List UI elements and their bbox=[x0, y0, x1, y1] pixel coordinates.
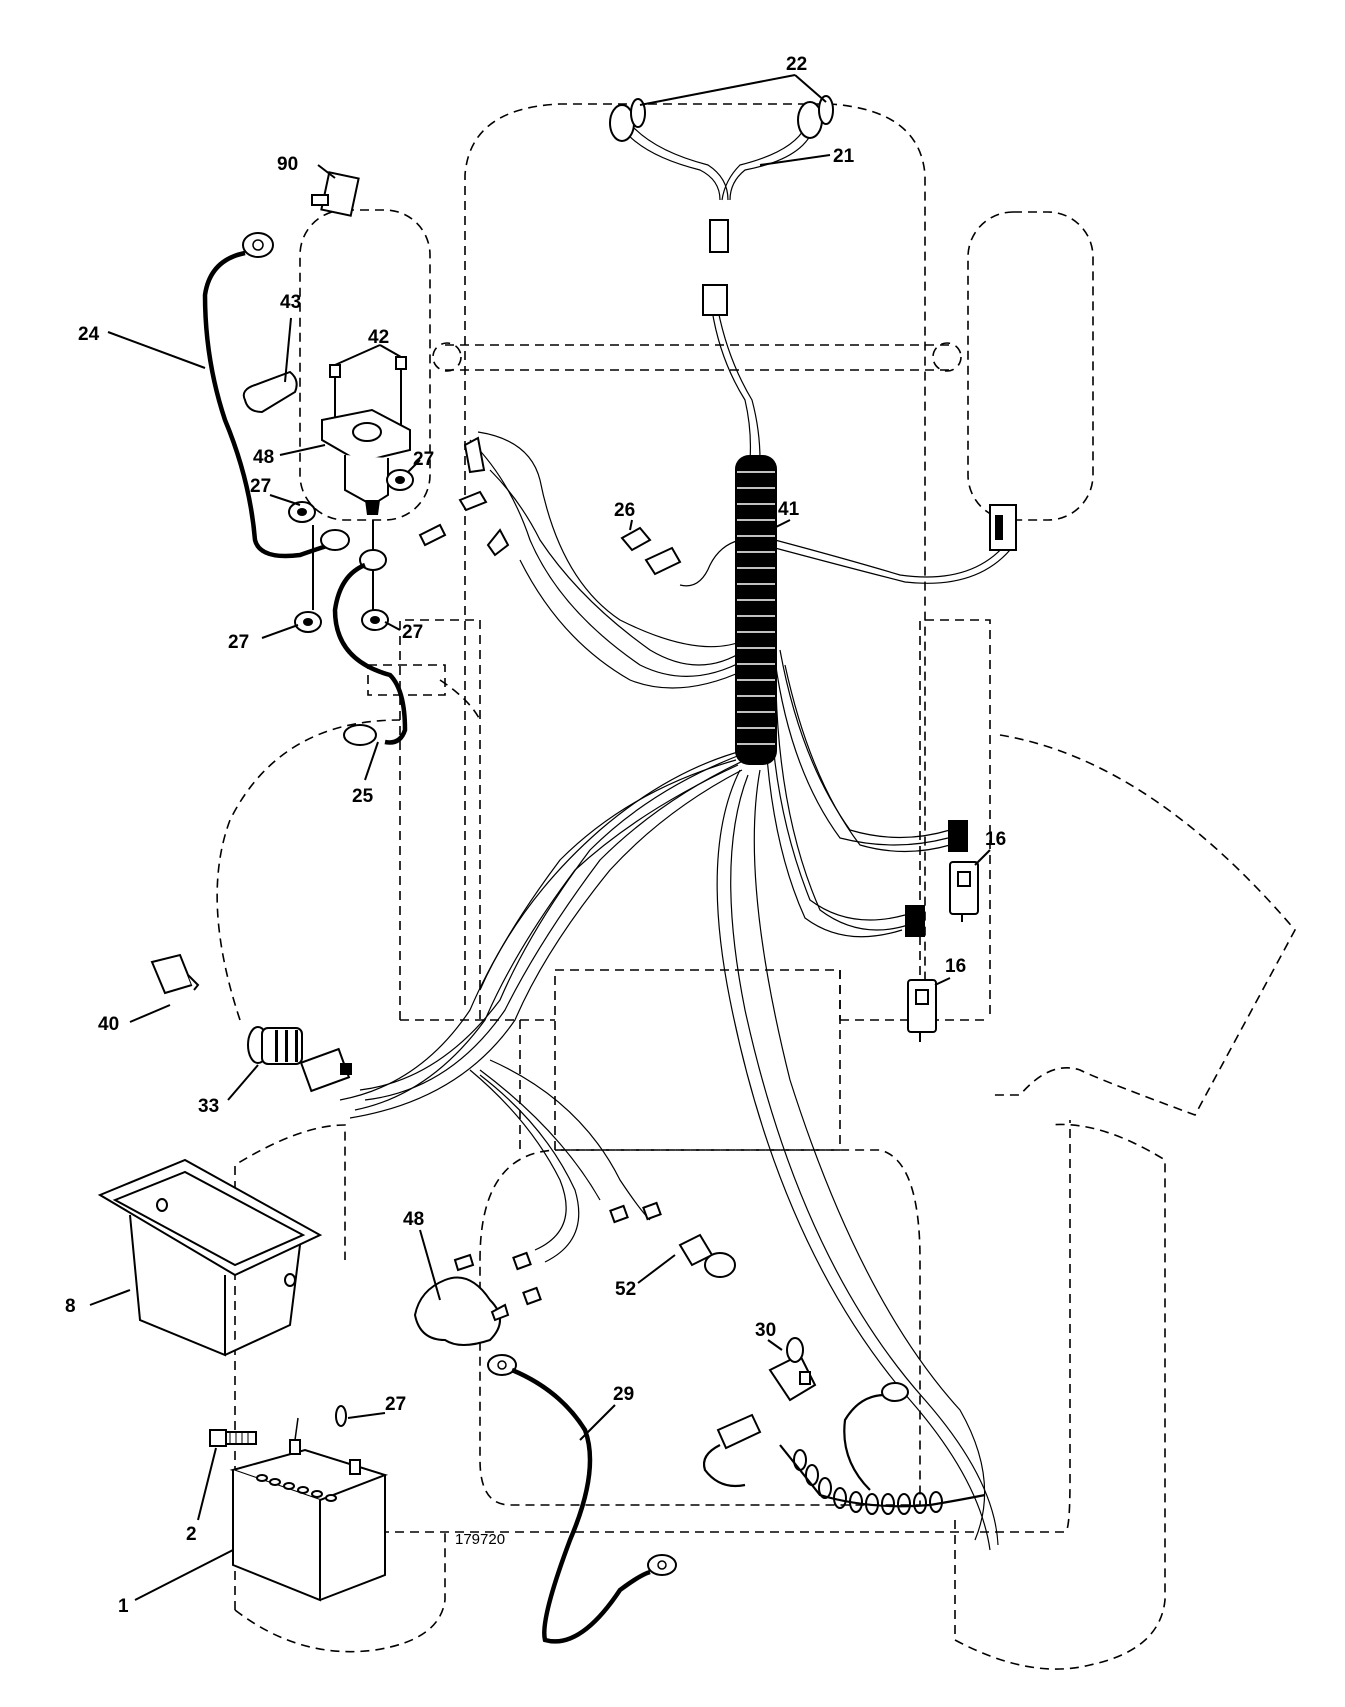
switch-16-lower-icon bbox=[907, 979, 937, 1042]
battery-bolt-icon bbox=[209, 1429, 257, 1447]
coiled-wire-icon bbox=[702, 1382, 986, 1515]
callout-33: 40 bbox=[98, 1014, 119, 1035]
seat-switch-connector-icon bbox=[905, 820, 968, 937]
callout-1: 1 bbox=[118, 1596, 129, 1617]
terminal-boot-icon bbox=[242, 370, 298, 414]
switch-16-upper-icon bbox=[949, 861, 979, 922]
starter-solenoid-icon bbox=[321, 408, 411, 515]
callout-27-b: 27 bbox=[413, 449, 434, 470]
battery-tray-icon bbox=[97, 1158, 323, 1357]
callout-41: 42 bbox=[368, 327, 389, 348]
harness-sleeve bbox=[735, 455, 777, 765]
ignition-switch-icon bbox=[247, 1026, 352, 1093]
headlight-connector-icon bbox=[702, 219, 729, 316]
fuse-icon bbox=[620, 526, 682, 576]
leader-lines bbox=[89, 74, 991, 1601]
callout-28: 29 bbox=[613, 1384, 634, 1405]
callout-30: 33 bbox=[198, 1096, 219, 1117]
callout-labels: 22 21 90 24 43 42 48 27 27 27 27 25 26 4… bbox=[65, 54, 1006, 1617]
callout-43: 48 bbox=[253, 447, 274, 468]
ignition-key-icon bbox=[150, 953, 200, 995]
callout-27-c: 27 bbox=[228, 632, 249, 653]
battery-icon bbox=[229, 1417, 389, 1602]
callout-29: 30 bbox=[755, 1320, 776, 1341]
headlight-right-icon bbox=[797, 95, 834, 139]
starter-cable-icon bbox=[332, 562, 408, 746]
right-harness-connector-icon bbox=[989, 504, 1017, 551]
callout-27-d: 27 bbox=[402, 622, 423, 643]
callout-24: 24 bbox=[78, 324, 100, 345]
callout-21: 21 bbox=[833, 146, 855, 167]
harness-wires bbox=[339, 119, 1011, 1551]
callout-8: 8 bbox=[65, 1296, 76, 1317]
headlight-left-icon bbox=[609, 98, 646, 142]
callout-42: 43 bbox=[280, 292, 301, 313]
brake-switch-icon bbox=[768, 1337, 817, 1402]
callout-2: 2 bbox=[186, 1524, 197, 1545]
tractor-outline bbox=[216, 103, 1296, 1670]
callout-25: 25 bbox=[352, 786, 374, 807]
battery-cable-icon bbox=[202, 232, 350, 559]
hex-nut-icon bbox=[288, 469, 414, 1427]
ground-cable-icon bbox=[487, 1354, 677, 1644]
relay-module-icon bbox=[311, 171, 360, 217]
callout-27-e: 27 bbox=[385, 1394, 406, 1415]
drawing-number: 179720 bbox=[455, 1531, 505, 1548]
callout-48: 48 bbox=[403, 1209, 424, 1230]
callout-40: 41 bbox=[778, 499, 800, 520]
callout-90: 90 bbox=[277, 154, 298, 175]
callout-26: 26 bbox=[614, 500, 635, 521]
light-assembly-icon bbox=[413, 1251, 542, 1346]
pto-light-icon bbox=[609, 1201, 736, 1278]
callout-22: 22 bbox=[786, 54, 807, 75]
callout-27-a: 27 bbox=[250, 476, 271, 497]
callout-16-lower: 16 bbox=[945, 956, 966, 977]
callout-52: 52 bbox=[615, 1279, 636, 1300]
callout-16-upper: 16 bbox=[985, 829, 1006, 850]
